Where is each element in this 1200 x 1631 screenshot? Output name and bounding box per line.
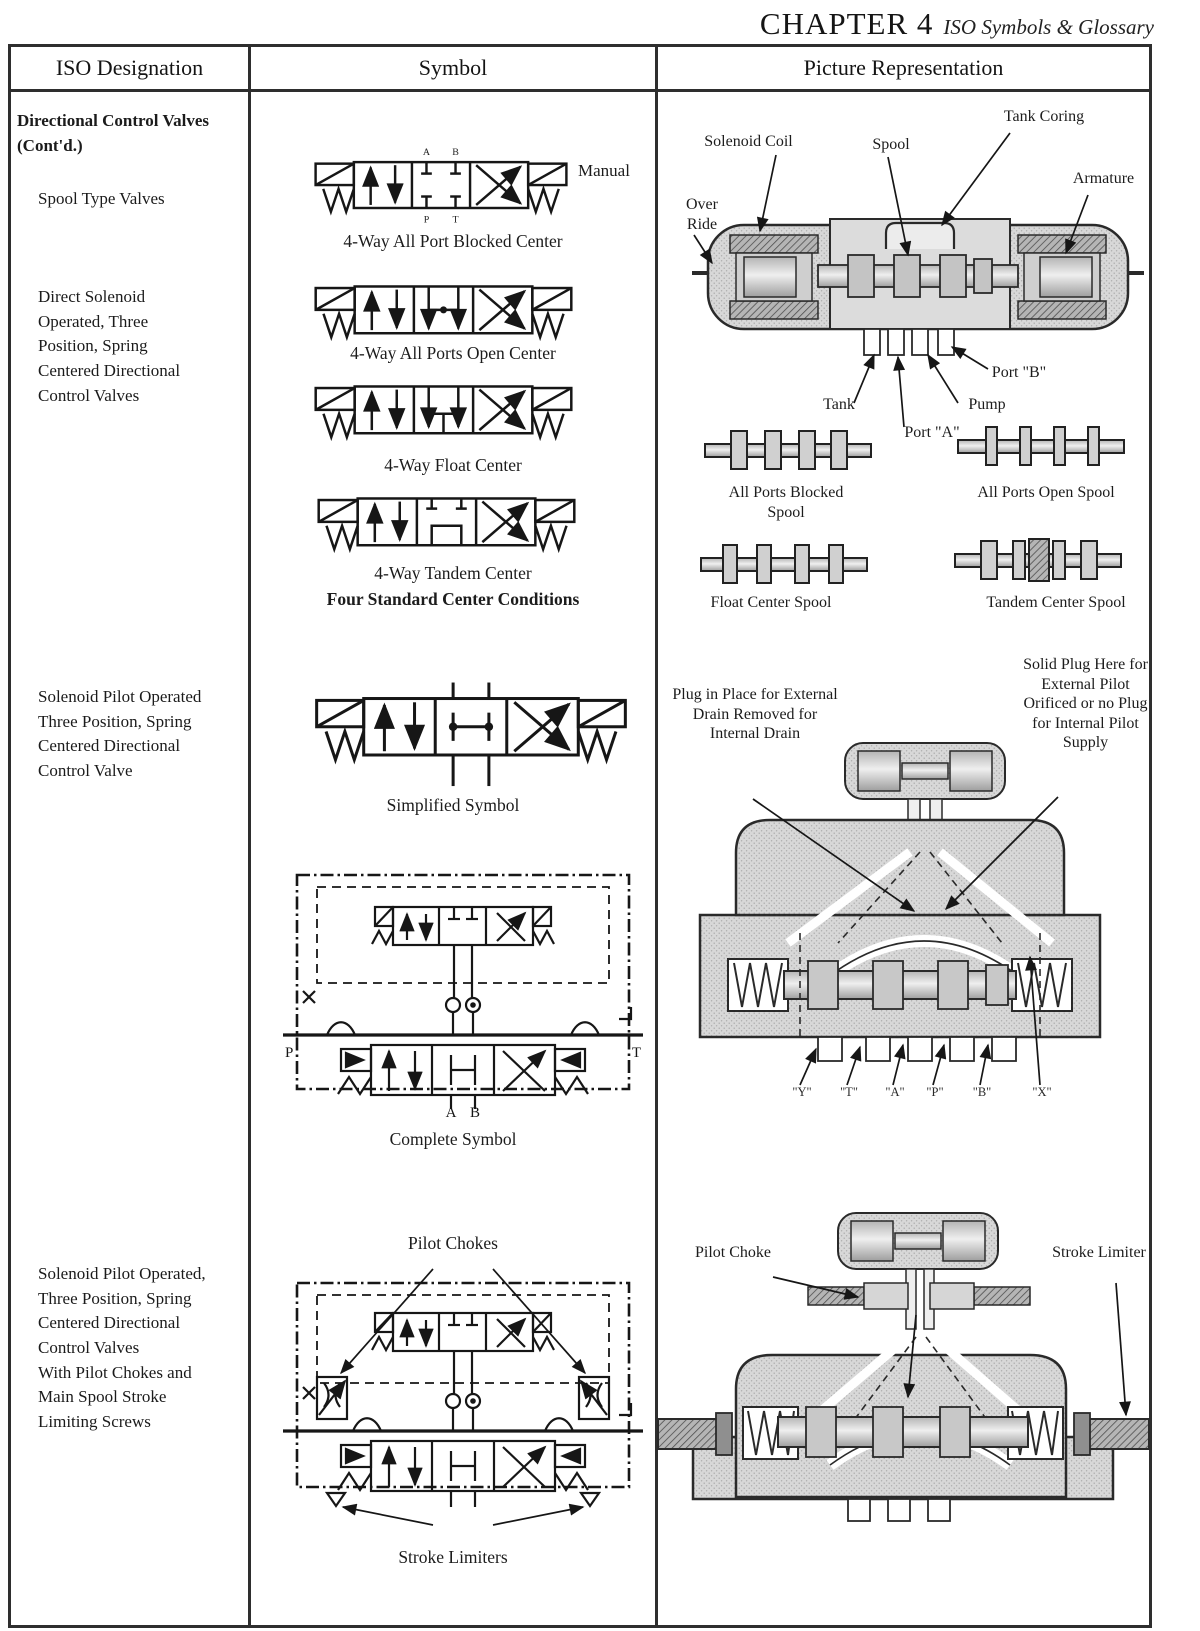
- spool-picture-open: [957, 426, 1125, 466]
- label-solenoid-coil: Solenoid Coil: [704, 133, 793, 150]
- label-port-a: Port "A": [904, 424, 960, 441]
- caption-4way-open: 4-Way All Ports Open Center: [350, 343, 556, 363]
- spool-picture-float: [700, 544, 868, 584]
- sym1-port-t: T: [452, 215, 458, 226]
- label-armature: Armature: [1072, 170, 1135, 187]
- spool-picture-blocked: [704, 430, 872, 470]
- label-tank-coring: Tank Coring: [1003, 108, 1085, 125]
- pilot-port-b: "B": [972, 1085, 992, 1099]
- column-divider-1: [248, 47, 251, 1625]
- complete-port-p: P: [285, 1045, 293, 1061]
- cutaway-leader-lines: [693, 132, 1089, 428]
- complete-port-a: A: [446, 1105, 457, 1121]
- caption-4way-blocked: 4-Way All Port Blocked Center: [343, 231, 563, 251]
- pilot-port-y: "Y": [792, 1085, 812, 1099]
- pilot-chokes-symbol-drawing: [283, 1268, 643, 1526]
- caption-4way-tandem: 4-Way Tandem Center: [374, 563, 532, 583]
- label-over-ride: Over Ride: [686, 196, 718, 233]
- caption-spool-tandem: Tandem Center Spool: [986, 594, 1126, 611]
- chapter-title: CHAPTER 4: [759, 6, 934, 41]
- complete-port-b: B: [470, 1105, 480, 1121]
- label-port-b: Port "B": [991, 364, 1047, 381]
- valve-symbol-tandem-center: [317, 497, 576, 554]
- designation-solenoid-pilot: Solenoid Pilot Operated Three Position, …: [38, 687, 202, 780]
- sym1-port-b: B: [452, 147, 459, 158]
- stroke-limiters-label: Stroke Limiters: [398, 1547, 508, 1567]
- designation-spool-type: Spool Type Valves: [38, 189, 165, 208]
- header-underline: [11, 89, 1149, 92]
- choke-valve-picture: [657, 1212, 1150, 1522]
- valve-symbol-blocked-center: A B P T: [314, 147, 568, 226]
- pilot-port-a: "A": [885, 1085, 905, 1099]
- caption-spool-blocked: All Ports Blocked Spool: [728, 484, 844, 521]
- pilot-port-x: "X": [1032, 1085, 1052, 1099]
- label-tank: Tank: [823, 396, 855, 413]
- section-title: Directional Control Valves (Cont'd.): [17, 111, 210, 155]
- caption-spool-float: Float Center Spool: [710, 594, 832, 611]
- header-picture-representation: Picture Representation: [803, 55, 1004, 80]
- designation-direct-solenoid: Direct Solenoid Operated, Three Position…: [38, 287, 181, 405]
- sym1-port-a: A: [423, 147, 431, 158]
- designation-solenoid-pilot-chokes: Solenoid Pilot Operated, Three Position,…: [38, 1264, 206, 1431]
- complete-port-t: T: [632, 1045, 641, 1061]
- choke-leader-lines: [772, 1276, 1131, 1417]
- chapter-subtitle: ISO Symbols & Glossary: [943, 15, 1154, 39]
- pilot-valve-picture: [698, 742, 1102, 1086]
- column-divider-2: [655, 47, 658, 1625]
- valve-symbol-open-center: [314, 285, 573, 342]
- sym1-port-p: P: [424, 215, 430, 226]
- label-pump: Pump: [968, 396, 1006, 413]
- label-pilot-choke: Pilot Choke: [694, 1244, 771, 1261]
- label-stroke-limiter: Stroke Limiter: [1052, 1244, 1146, 1261]
- pilot-leader-lines: [752, 796, 1059, 1086]
- caption-spool-open: All Ports Open Spool: [977, 484, 1115, 501]
- caption-4way-float: 4-Way Float Center: [384, 455, 522, 475]
- caption-simplified-symbol: Simplified Symbol: [386, 795, 520, 815]
- four-standard-center-conditions-note: Four Standard Center Conditions: [326, 589, 580, 609]
- simplified-symbol-drawing: [315, 682, 627, 787]
- pilot-port-p: "P": [926, 1085, 944, 1099]
- iso-symbols-table: ISO Designation Symbol Picture Represent…: [8, 44, 1152, 1628]
- pilot-chokes-label: Pilot Chokes: [408, 1233, 498, 1253]
- pilot-port-t: "T": [840, 1085, 858, 1099]
- label-solid-plug: Solid Plug Here for External Pilot Orifi…: [1023, 656, 1148, 752]
- label-spool: Spool: [872, 136, 910, 153]
- complete-symbol-drawing: P T A B: [283, 873, 643, 1121]
- cutaway-valve-picture: [692, 132, 1144, 428]
- chapter-heading: CHAPTER 4 ISO Symbols & Glossary: [760, 6, 1154, 42]
- valve-symbol-float-center: [314, 385, 573, 442]
- manual-label: Manual: [578, 161, 630, 180]
- header-symbol: Symbol: [418, 55, 488, 80]
- label-plug-in-place: Plug in Place for External Drain Removed…: [672, 686, 838, 743]
- spool-picture-tandem: [954, 538, 1122, 582]
- caption-complete-symbol: Complete Symbol: [389, 1129, 517, 1149]
- header-iso-designation: ISO Designation: [55, 55, 204, 80]
